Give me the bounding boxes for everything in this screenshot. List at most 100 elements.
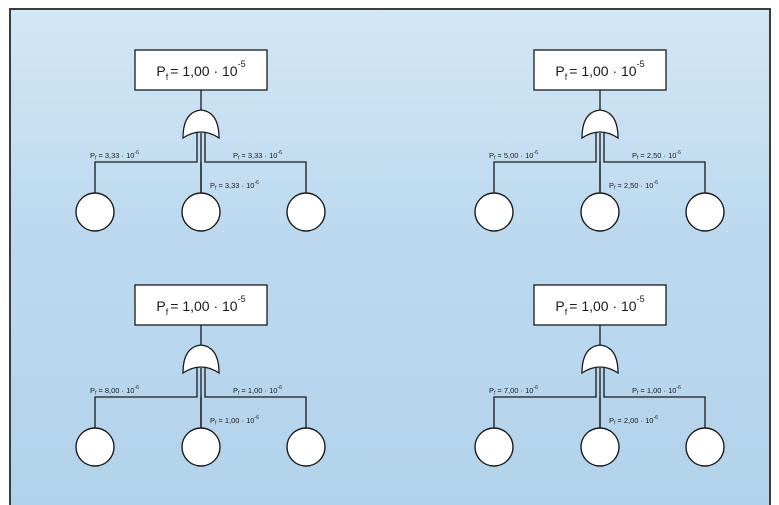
child-2-label-symbol: P [609,181,614,190]
top-event-label-value: = 1,00 · 10 [170,63,238,79]
diagram-panel [9,8,771,505]
child-3-label-symbol: P [632,386,637,395]
branch-line-left [94,160,198,198]
child-2-label-value: = 2,50 · 10 [617,181,653,190]
child-1-label: Pf= 7,00 · 10-6 [489,385,538,397]
child-3-label-exponent: -6 [676,150,681,156]
child-3-label-subscript: f [238,391,240,397]
basic-event-circle-icon [685,427,725,467]
top-event-label-value: = 1,00 · 10 [569,298,637,314]
child-2-label-value: = 2,00 · 10 [617,416,653,425]
top-event-box [134,49,268,91]
basic-event-circle-icon [286,192,326,232]
child-2-label-symbol: P [210,416,215,425]
top-event-label: Pf= 1,00 · 10-5 [156,59,245,82]
top-event-label-exponent: -5 [637,294,645,304]
child-1-label-value: = 5,00 · 10 [497,151,533,160]
child-3-label-subscript: f [637,391,639,397]
child-1-label-exponent: -6 [134,385,139,391]
child-2-label-exponent: -6 [653,180,658,186]
child-1-label-subscript: f [95,391,97,397]
child-2-label-subscript: f [614,186,616,192]
or-gate-icon [182,344,220,375]
child-1-label-exponent: -6 [533,385,538,391]
child-2-label-value: = 3,33 · 10 [218,181,254,190]
child-3-label-subscript: f [637,156,639,162]
branch-line-right [204,160,307,198]
basic-event-circle-icon [286,427,326,467]
top-event-label-exponent: -5 [238,59,246,69]
child-2-label-subscript: f [614,421,616,427]
fault-tree-1: Pf= 1,00 · 10-5Pf= 3,33 · 10-6Pf= 3,33 ·… [75,49,326,232]
basic-event-circle-icon [580,192,620,232]
child-1-label-value: = 3,33 · 10 [98,151,134,160]
child-3-label-exponent: -6 [676,385,681,391]
basic-event-circle-icon [181,192,221,232]
or-gate-icon [182,109,220,140]
child-3-label-value: = 2,50 · 10 [640,151,676,160]
child-3-label-value: = 3,33 · 10 [241,151,277,160]
basic-event-circle-icon [474,427,514,467]
top-event-label-symbol: P [555,298,564,314]
top-event-label-subscript: f [166,72,169,82]
child-3-label-value: = 1,00 · 10 [640,386,676,395]
child-3-label: Pf= 3,33 · 10-6 [233,150,282,162]
child-3-label: Pf= 2,50 · 10-6 [632,150,681,162]
child-2-label-exponent: -6 [653,415,658,421]
child-1-label-value: = 7,00 · 10 [497,386,533,395]
top-event-label-exponent: -5 [238,294,246,304]
branch-line-left [493,160,597,198]
top-event-label-subscript: f [565,307,568,317]
child-3-label-symbol: P [632,151,637,160]
top-event-label: Pf= 1,00 · 10-5 [555,294,644,317]
basic-event-circle-icon [580,427,620,467]
child-1-label-symbol: P [489,386,494,395]
child-1-label-symbol: P [90,151,95,160]
child-3-label: Pf= 1,00 · 10-6 [632,385,681,397]
child-1-label-exponent: -6 [533,150,538,156]
top-event-label: Pf= 1,00 · 10-5 [156,294,245,317]
basic-event-circle-icon [75,192,115,232]
branch-line-right [603,395,706,433]
child-3-label-value: = 1,00 · 10 [241,386,277,395]
child-3-label-exponent: -6 [277,385,282,391]
or-gate-icon [581,344,619,375]
top-event-label-symbol: P [156,63,165,79]
branch-line-right [603,160,706,198]
child-3-label: Pf= 1,00 · 10-6 [233,385,282,397]
child-1-label-subscript: f [95,156,97,162]
basic-event-circle-icon [181,427,221,467]
child-2-label-subscript: f [215,421,217,427]
child-3-label-symbol: P [233,151,238,160]
top-event-label-value: = 1,00 · 10 [569,63,637,79]
child-1-label-symbol: P [489,151,494,160]
branch-line-left [493,395,597,433]
child-1-label-subscript: f [494,391,496,397]
child-2-label: Pf= 2,50 · 10-6 [609,180,658,192]
child-1-label: Pf= 3,33 · 10-6 [90,150,139,162]
fault-tree-3: Pf= 1,00 · 10-5Pf= 8,00 · 10-6Pf= 1,00 ·… [75,284,326,467]
top-event-label-value: = 1,00 · 10 [170,298,238,314]
child-2-label-exponent: -6 [254,180,259,186]
fault-tree-4: Pf= 1,00 · 10-5Pf= 7,00 · 10-6Pf= 2,00 ·… [474,284,725,467]
or-gate-icon [581,109,619,140]
top-event-box [533,284,667,326]
child-1-label: Pf= 5,00 · 10-6 [489,150,538,162]
child-2-label-value: = 1,00 · 10 [218,416,254,425]
basic-event-circle-icon [685,192,725,232]
child-1-label-subscript: f [494,156,496,162]
top-event-label: Pf= 1,00 · 10-5 [555,59,644,82]
top-event-label-exponent: -5 [637,59,645,69]
top-event-box [134,284,268,326]
child-2-label-subscript: f [215,186,217,192]
top-event-label-symbol: P [555,63,564,79]
child-2-label: Pf= 3,33 · 10-6 [210,180,259,192]
child-3-label-exponent: -6 [277,150,282,156]
fault-tree-2: Pf= 1,00 · 10-5Pf= 5,00 · 10-6Pf= 2,50 ·… [474,49,725,232]
basic-event-circle-icon [75,427,115,467]
branch-line-right [204,395,307,433]
branch-line-left [94,395,198,433]
top-event-label-symbol: P [156,298,165,314]
child-2-label-symbol: P [609,416,614,425]
